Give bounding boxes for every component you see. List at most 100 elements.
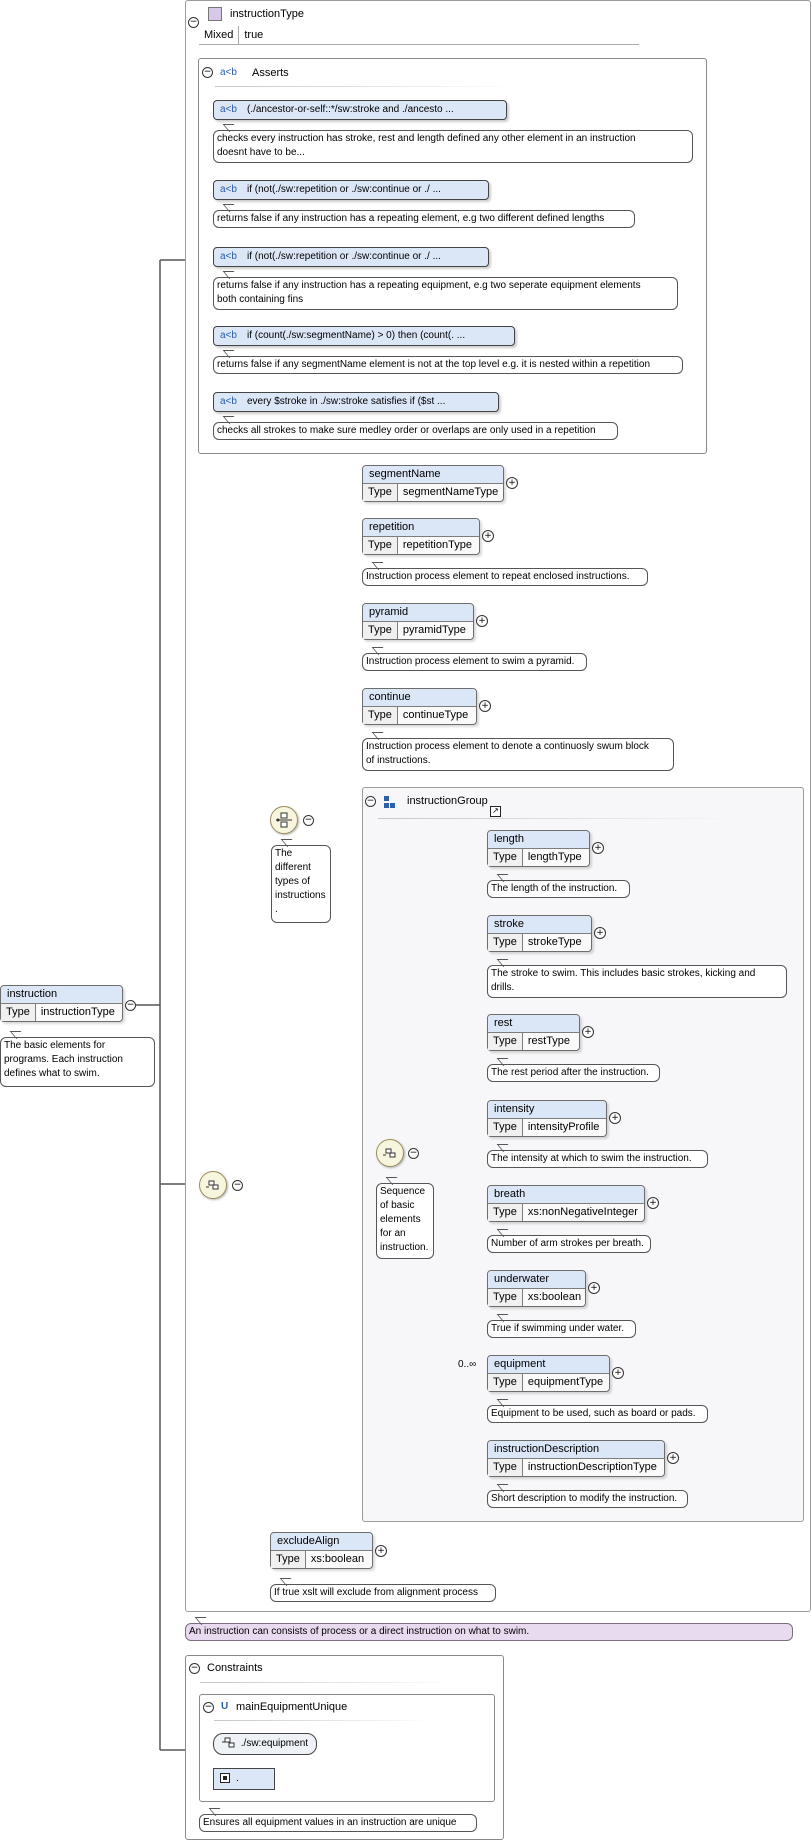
root-element-name: instruction [1,986,122,1004]
mixed-attribute-row: Mixed true [199,26,639,45]
field-icon [220,1773,230,1784]
external-link-icon[interactable]: ↗ [490,806,501,817]
collapse-sequence-button[interactable]: − [232,1180,243,1191]
expand-rest-button[interactable]: + [582,1026,594,1038]
assert-documentation: returns false if any instruction has a r… [213,277,678,310]
mixed-value: true [244,29,264,41]
unique-prefix-icon: U [221,1701,229,1712]
unique-documentation: Ensures all equipment values in an instr… [199,1814,477,1832]
assert-test[interactable]: a<b(./ancestor-or-self::*/sw:stroke and … [213,100,507,120]
underwater-documentation: True if swimming under water. [487,1320,636,1338]
root-type-value: instructionType [40,1006,115,1018]
expand-excludeAlign-button[interactable]: + [375,1545,387,1557]
equipment-documentation: Equipment to be used, such as board or p… [487,1405,708,1423]
expand-equipment-button[interactable]: + [612,1367,624,1379]
group-sequence-documentation: Sequence of basic elements for an instru… [376,1183,434,1259]
group-sequence-compositor-icon[interactable] [376,1139,404,1167]
mixed-key: Mixed [199,26,240,44]
element-name: rest [488,1015,579,1033]
type-panel-title: instructionType [230,8,304,20]
element-type: instructionDescriptionType [527,1461,657,1473]
element-name: stroke [488,916,591,934]
instructionDescription-documentation: Short description to modify the instruct… [487,1490,688,1508]
choice-documentation: The different types of instructions . [271,845,331,923]
root-type-key: Type [1,1004,36,1021]
excludeAlign-documentation: If true xslt will exclude from alignment… [270,1584,496,1602]
expand-instructionDescription-button[interactable]: + [667,1452,679,1464]
element-type: restType [527,1035,571,1047]
expand-underwater-button[interactable]: + [588,1282,600,1294]
element-name: equipment [488,1356,609,1374]
assert-documentation: returns false if any segmentName element… [213,356,683,374]
collapse-root-button[interactable]: − [125,1000,136,1011]
element-name: excludeAlign [271,1533,372,1551]
expand-repetition-button[interactable]: + [482,530,494,542]
collapse-choice-button[interactable]: − [303,815,314,826]
expand-segmentName-button[interactable]: + [506,477,518,489]
expand-pyramid-button[interactable]: + [476,615,488,627]
expand-continue-button[interactable]: + [479,700,491,712]
expand-length-button[interactable]: + [592,842,604,854]
element-name: pyramid [363,604,473,622]
collapse-group-sequence-button[interactable]: − [408,1148,419,1159]
type-documentation: An instruction can consists of process o… [185,1623,793,1641]
sequence-icon [206,1180,219,1190]
element-name: instructionDescription [488,1441,664,1459]
element-name: continue [363,689,476,707]
stroke-documentation: The stroke to swim. This includes basic … [487,965,787,998]
element-type: xs:nonNegativeInteger [527,1206,638,1218]
collapse-unique-button[interactable]: − [203,1702,214,1713]
element-type: segmentNameType [402,486,499,498]
element-type: lengthType [527,851,582,863]
asserts-title: Asserts [252,67,289,79]
collapse-asserts-button[interactable]: − [202,67,213,78]
assert-documentation: checks every instruction has stroke, res… [213,130,693,163]
assert-documentation: returns false if any instruction has a r… [213,210,635,228]
intensity-documentation: The intensity at which to swim the instr… [487,1150,708,1168]
collapse-type-button[interactable]: − [188,17,199,28]
complex-type-icon [208,7,222,21]
element-type: strokeType [527,936,582,948]
collapse-constraints-button[interactable]: − [189,1663,200,1674]
selector-icon [222,1737,235,1748]
assert-documentation: checks all strokes to make sure medley o… [213,422,618,440]
expand-breath-button[interactable]: + [647,1197,659,1209]
element-name: repetition [363,519,479,537]
field-xpath: . [213,1768,275,1790]
element-type: xs:boolean [310,1553,365,1565]
length-documentation: The length of the instruction. [487,880,630,898]
root-documentation: The basic elements for programs. Each in… [0,1037,155,1087]
sequence-icon [383,1148,396,1158]
expand-intensity-button[interactable]: + [609,1112,621,1124]
expand-stroke-button[interactable]: + [594,927,606,939]
selector-xpath: ./sw:equipment [213,1733,318,1755]
constraints-title: Constraints [207,1662,263,1674]
occurrence-label: 0..∞ [458,1359,477,1370]
root-element-instruction[interactable]: instruction Type instructionType [0,985,123,1022]
element-name: breath [488,1186,644,1204]
unique-name: mainEquipmentUnique [236,1701,348,1713]
pyramid-documentation: Instruction process element to swim a py… [362,653,587,671]
sequence-compositor-icon[interactable] [199,1171,227,1199]
collapse-group-button[interactable]: − [365,796,376,807]
choice-compositor-icon[interactable] [270,806,298,834]
element-type: xs:boolean [527,1291,582,1303]
asserts-prefix: a<b [220,67,237,78]
